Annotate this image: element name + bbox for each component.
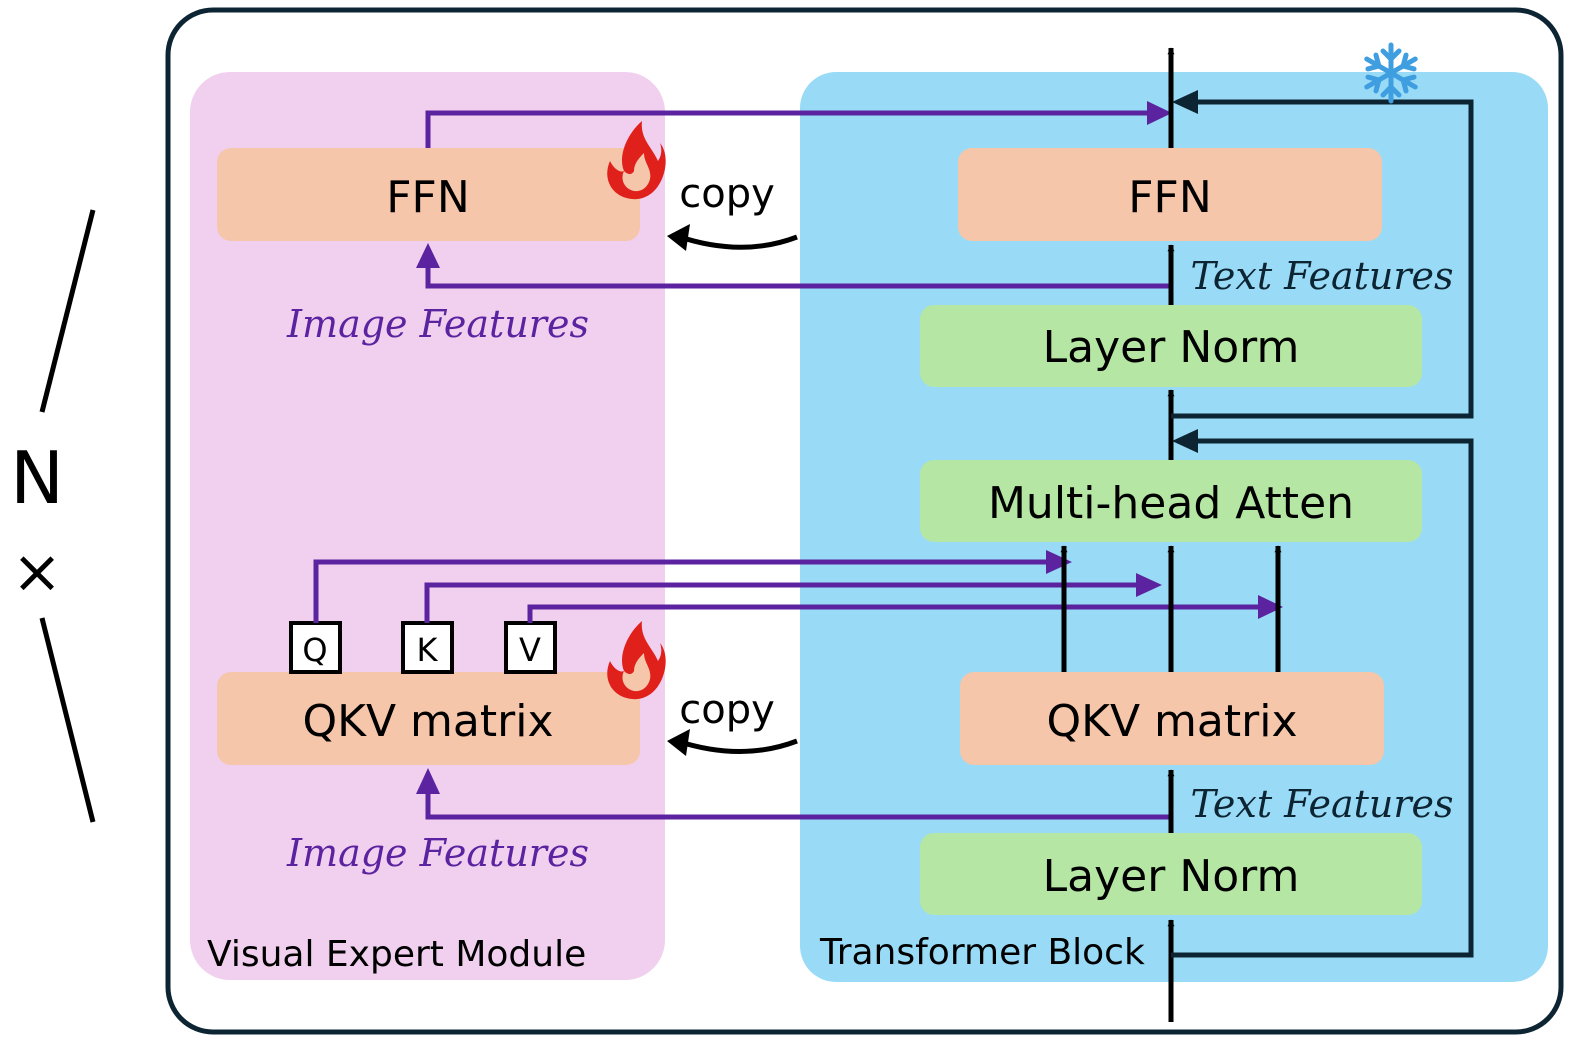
bracket-top-line	[39, 209, 96, 413]
qkv-in-path	[425, 788, 1171, 820]
visual-ffn-label: FFN	[386, 172, 470, 223]
repeat-indicator: N ×	[10, 209, 96, 823]
text-ffn-block	[958, 148, 1382, 241]
snowflake-icon	[1364, 42, 1418, 104]
residual-top	[1171, 99, 1474, 419]
image-features-top-label: Image Features	[286, 302, 589, 346]
image-features-bottom-label: Image Features	[286, 831, 589, 875]
copy-top-arrow	[676, 233, 798, 250]
copy-top-label: copy	[679, 171, 775, 217]
visual-qkv-label: QKV matrix	[302, 696, 553, 747]
attention-label: Multi-head Atten	[988, 478, 1354, 529]
v-path	[527, 604, 1268, 623]
k-path	[424, 582, 1150, 623]
residual-arrowheads	[1172, 90, 1198, 453]
q-path	[313, 559, 1060, 623]
text-qkv-label: QKV matrix	[1046, 696, 1297, 747]
q-label: Q	[302, 631, 327, 669]
image-feature-paths	[313, 110, 1268, 820]
main-flow	[1060, 47, 1282, 1022]
visual-ffn-block	[217, 148, 640, 241]
bracket-bottom-line	[39, 617, 96, 823]
residual-bottom	[1171, 438, 1474, 958]
transformer-title: Transformer Block	[819, 932, 1145, 973]
copy-bottom-arrowhead	[667, 729, 690, 756]
v-label: V	[519, 631, 541, 669]
attention-block	[920, 460, 1422, 542]
copy-bottom-arrow	[676, 738, 798, 754]
text-ffn-label: FFN	[1128, 172, 1212, 223]
ffn-in-path	[425, 262, 1171, 289]
k-label: K	[417, 631, 439, 669]
text-features-top-label: Text Features	[1191, 254, 1454, 298]
copy-bottom-label: copy	[679, 687, 775, 733]
fire-icon	[607, 621, 666, 700]
fire-icon	[607, 121, 666, 200]
repeat-n: N	[10, 436, 64, 520]
layer-norm-top-block	[920, 305, 1422, 387]
visual-expert-title: Visual Expert Module	[207, 934, 586, 975]
q-box: Q	[289, 621, 342, 674]
layer-norm-bottom-block	[920, 833, 1422, 915]
layer-norm-top-label: Layer Norm	[1043, 322, 1300, 373]
k-box: K	[401, 621, 454, 674]
purple-arrowheads	[416, 101, 1283, 794]
text-features-bottom-label: Text Features	[1191, 782, 1454, 826]
repeat-times: ×	[12, 537, 62, 607]
residual-paths	[1171, 99, 1474, 958]
text-qkv-block	[960, 672, 1384, 765]
ffn-out-path	[425, 110, 1160, 148]
layer-norm-bottom-label: Layer Norm	[1043, 851, 1300, 902]
copy-top-arrowhead	[667, 224, 690, 251]
v-box: V	[504, 621, 557, 674]
visual-qkv-block	[217, 672, 640, 765]
